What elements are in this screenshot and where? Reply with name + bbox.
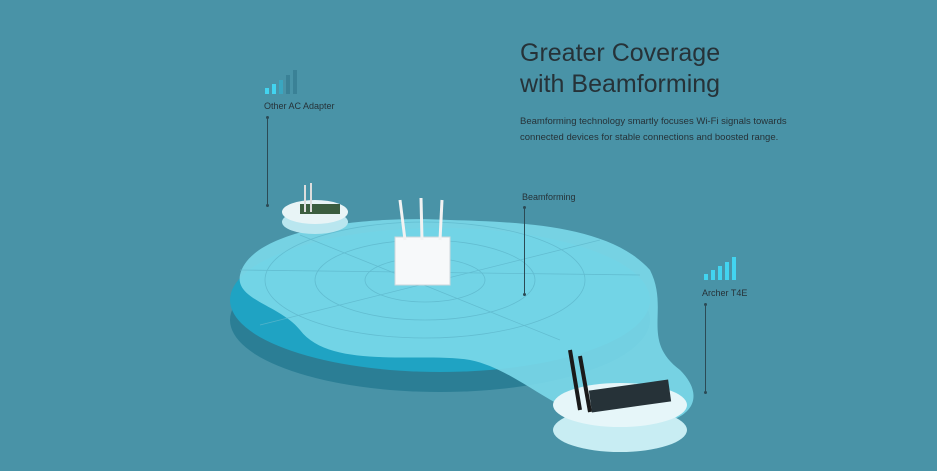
signal-bars-other-adapter-icon bbox=[265, 70, 297, 94]
router bbox=[394, 236, 451, 286]
label-beamforming: Beamforming bbox=[522, 192, 576, 202]
pointer-dot bbox=[266, 204, 269, 207]
pointer-dot bbox=[523, 293, 526, 296]
pointer-line bbox=[705, 304, 706, 392]
page-title: Greater Coverage with Beamforming bbox=[520, 38, 720, 100]
label-archer: Archer T4E bbox=[702, 288, 748, 298]
title-line-1: Greater Coverage bbox=[520, 39, 721, 67]
title-line-2: with Beamforming bbox=[520, 70, 721, 98]
description: Beamforming technology smartly focuses W… bbox=[520, 116, 787, 143]
archer-card bbox=[588, 379, 672, 413]
signal-bars-archer-icon bbox=[704, 257, 736, 280]
pointer-line bbox=[524, 207, 525, 295]
beamforming-area bbox=[239, 219, 694, 426]
pointer-dot bbox=[704, 391, 707, 394]
pointer-line bbox=[267, 117, 268, 205]
label-other-adapter: Other AC Adapter bbox=[264, 101, 335, 111]
